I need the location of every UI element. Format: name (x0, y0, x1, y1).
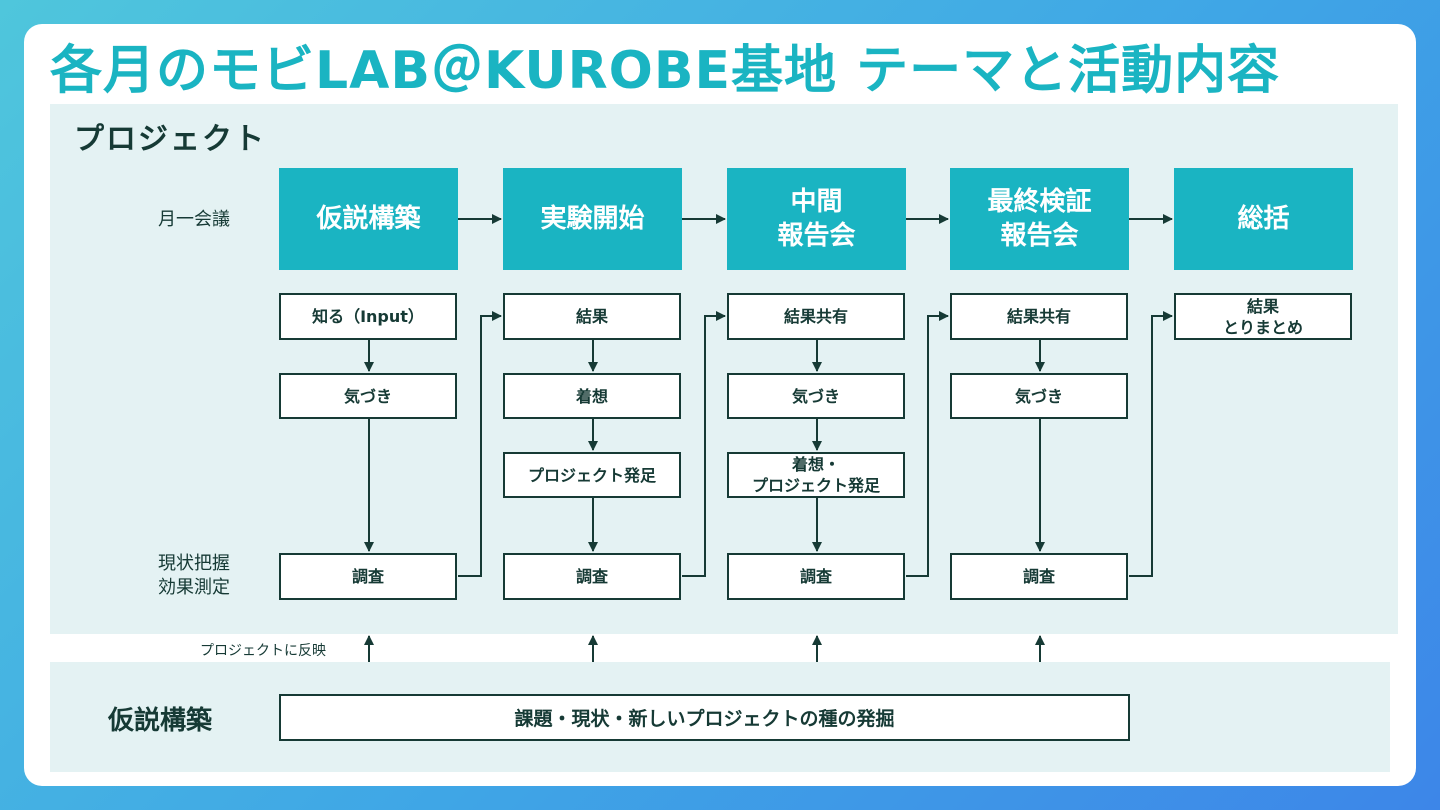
elbow-arrow (458, 311, 502, 577)
step-insight: 気づき (279, 373, 457, 419)
project-panel (50, 104, 1398, 634)
step-insight: 気づき (727, 373, 905, 419)
step-insight: 気づき (950, 373, 1128, 419)
step-survey: 調査 (503, 553, 681, 600)
stage-hypothesis-building: 仮説構築 (279, 168, 458, 270)
step-idea: 着想 (503, 373, 681, 419)
row-label-monthly-meeting: 月一会議 (158, 209, 230, 230)
elbow-arrow (906, 311, 949, 577)
hypothesis-section-title: 仮説構築 (108, 706, 213, 736)
hypothesis-discovery-box: 課題・現状・新しいプロジェクトの種の発掘 (279, 694, 1130, 741)
elbow-arrow (682, 311, 726, 577)
step-result: 結果 (503, 293, 681, 340)
stage-summary: 総括 (1174, 168, 1353, 270)
reflect-to-project-label: プロジェクトに反映 (200, 643, 326, 659)
step-result-summary: 結果 とりまとめ (1174, 293, 1352, 340)
step-project-launch: プロジェクト発足 (503, 452, 681, 498)
elbow-arrow (1129, 311, 1173, 577)
row-label-survey: 現状把握 効果測定 (158, 553, 230, 598)
stage-experiment-start: 実験開始 (503, 168, 682, 270)
step-idea-project-launch: 着想・ プロジェクト発足 (727, 452, 905, 498)
slide-title: 各月のモビLAB＠KUROBE基地 テーマと活動内容 (50, 41, 1281, 101)
step-result-share: 結果共有 (950, 293, 1128, 340)
step-survey: 調査 (950, 553, 1128, 600)
step-survey: 調査 (727, 553, 905, 600)
stage-midterm-report: 中間 報告会 (727, 168, 906, 270)
step-survey: 調査 (279, 553, 457, 600)
project-section-title: プロジェクト (74, 122, 266, 157)
step-result-share: 結果共有 (727, 293, 905, 340)
step-input: 知る（Input） (279, 293, 457, 340)
stage-final-report: 最終検証 報告会 (950, 168, 1129, 270)
